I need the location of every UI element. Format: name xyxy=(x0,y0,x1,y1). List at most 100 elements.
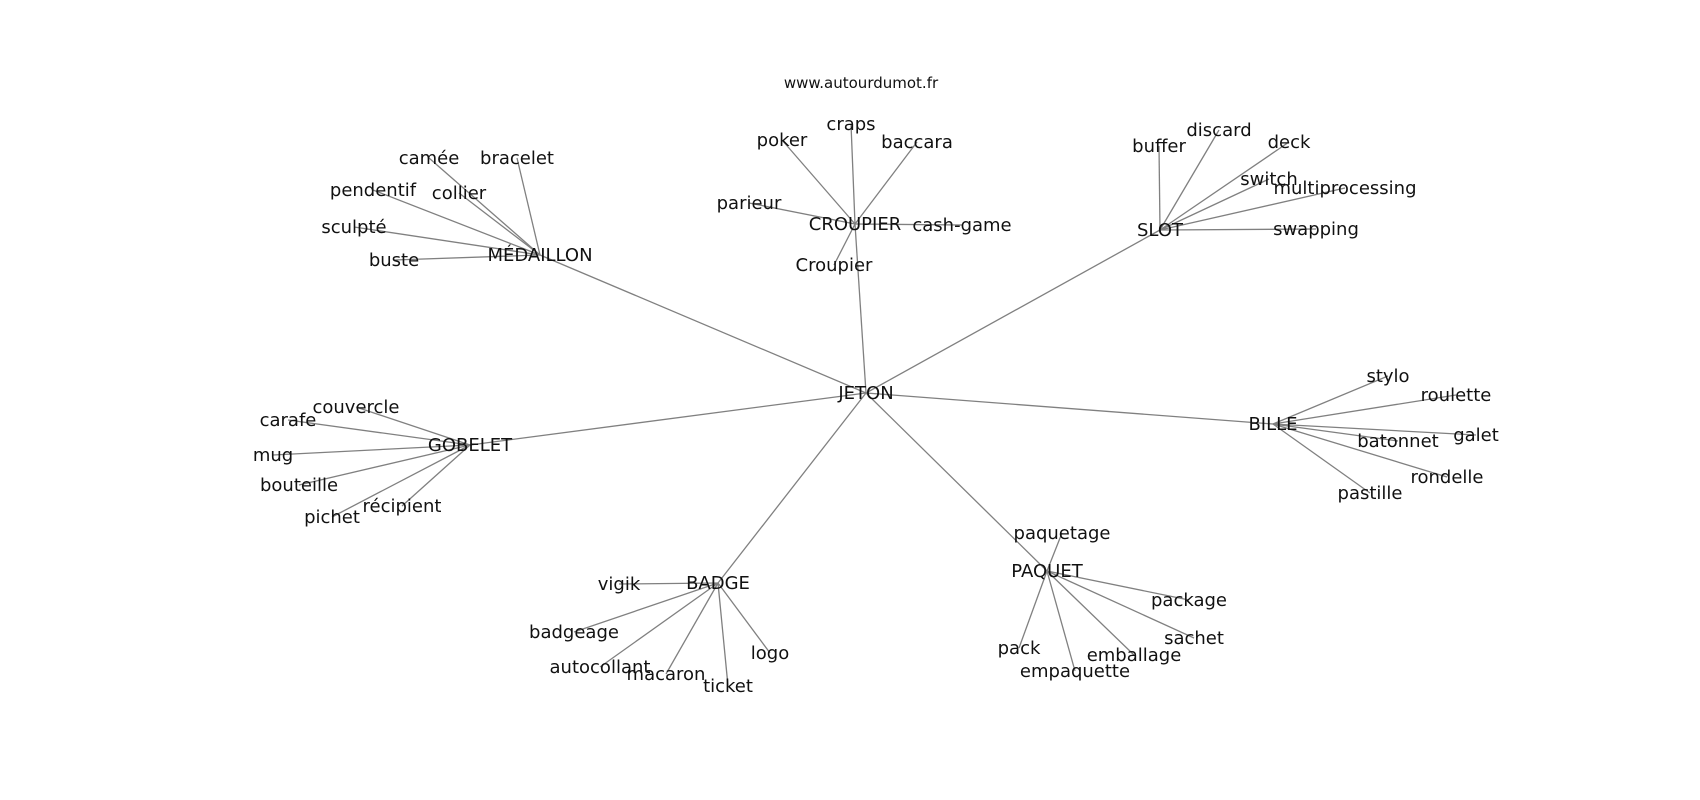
edge-hub-to-word xyxy=(1046,570,1076,672)
word-node[interactable]: deck xyxy=(1268,132,1311,153)
edge-hub-to-word xyxy=(1159,228,1317,231)
word-node[interactable]: badgeage xyxy=(529,622,619,643)
word-node[interactable]: switch xyxy=(1240,169,1297,190)
word-node[interactable]: mug xyxy=(253,445,293,466)
center-node-jeton[interactable]: JETON xyxy=(837,383,893,404)
edge-hub-to-word xyxy=(1272,423,1448,478)
edge-hub-to-word xyxy=(331,444,471,518)
edge-hub-to-word xyxy=(1272,394,1457,425)
word-node[interactable]: pendentif xyxy=(330,180,417,201)
word-node[interactable]: craps xyxy=(826,114,875,135)
edge-center-to-hub xyxy=(865,229,1161,394)
word-node[interactable]: Croupier xyxy=(796,255,873,276)
hub-node[interactable]: BADGE xyxy=(686,573,750,594)
word-node[interactable]: bracelet xyxy=(480,148,554,169)
edge-hub-to-word xyxy=(272,444,471,456)
edge-hub-to-word xyxy=(1046,570,1135,656)
word-node[interactable]: swapping xyxy=(1273,219,1359,240)
edge-hub-to-word xyxy=(1159,129,1220,231)
word-node[interactable]: batonnet xyxy=(1357,431,1438,452)
graph-edges xyxy=(272,123,1477,687)
edge-hub-to-word xyxy=(781,139,856,225)
word-node[interactable]: package xyxy=(1151,590,1227,611)
edge-center-to-hub xyxy=(717,392,867,584)
edge-hub-to-word xyxy=(1046,570,1190,601)
word-node[interactable]: bouteille xyxy=(260,475,338,496)
edge-hub-to-word xyxy=(1159,141,1290,231)
hub-node[interactable]: SLOT xyxy=(1137,220,1184,241)
edge-hub-to-word xyxy=(599,582,719,668)
hub-node[interactable]: BILLE xyxy=(1248,414,1297,435)
word-node[interactable]: roulette xyxy=(1421,385,1492,406)
edge-hub-to-word xyxy=(1046,570,1195,639)
word-node[interactable]: buffer xyxy=(1132,136,1186,157)
word-node[interactable]: paquetage xyxy=(1014,523,1111,544)
word-node[interactable]: poker xyxy=(757,130,808,151)
edge-hub-to-word xyxy=(717,582,729,687)
edge-hub-to-word xyxy=(833,223,856,266)
edge-hub-to-word xyxy=(458,192,541,256)
edge-hub-to-word xyxy=(393,254,541,261)
word-node[interactable]: cash-game xyxy=(912,215,1011,236)
word-node[interactable]: logo xyxy=(751,643,789,664)
hub-node[interactable]: PAQUET xyxy=(1011,561,1083,582)
edge-hub-to-word xyxy=(353,226,541,256)
edge-hub-to-word xyxy=(850,123,856,225)
hub-node[interactable]: GOBELET xyxy=(428,435,513,456)
edge-center-to-hub xyxy=(865,392,1274,425)
word-node[interactable]: couvercle xyxy=(312,397,399,418)
word-node[interactable]: pastille xyxy=(1338,483,1403,504)
edge-hub-to-word xyxy=(1158,145,1161,231)
edge-hub-to-word xyxy=(717,582,771,654)
edge-center-to-hub xyxy=(854,223,867,394)
edge-hub-to-word xyxy=(516,157,541,256)
word-node[interactable]: récipient xyxy=(363,496,442,517)
word-node[interactable]: pack xyxy=(998,638,1041,659)
edge-hub-to-word xyxy=(1272,375,1389,425)
edge-hub-to-word xyxy=(618,582,719,585)
word-node[interactable]: galet xyxy=(1453,425,1499,446)
word-node[interactable]: ticket xyxy=(703,676,753,697)
edge-hub-to-word xyxy=(1272,423,1477,436)
edge-hub-to-word xyxy=(748,202,856,225)
word-node[interactable]: baccara xyxy=(881,132,953,153)
hub-node[interactable]: MÉDAILLON xyxy=(487,244,592,266)
word-node[interactable]: carafe xyxy=(260,410,317,431)
word-node[interactable]: discard xyxy=(1186,120,1251,141)
word-node[interactable]: collier xyxy=(432,183,487,204)
word-node[interactable]: autocollant xyxy=(550,657,651,678)
word-node[interactable]: sachet xyxy=(1164,628,1224,649)
edge-hub-to-word xyxy=(298,444,471,486)
word-node[interactable]: parieur xyxy=(717,193,782,214)
edge-hub-to-word xyxy=(355,406,471,446)
word-node[interactable]: rondelle xyxy=(1410,467,1483,488)
word-node[interactable]: macaron xyxy=(627,664,706,685)
source-url: www.autourdumot.fr xyxy=(784,74,939,92)
edge-hub-to-word xyxy=(1272,423,1399,442)
edge-hub-to-word xyxy=(287,419,471,446)
word-node[interactable]: sculpté xyxy=(321,217,386,238)
edge-hub-to-word xyxy=(665,582,719,675)
edge-center-to-hub xyxy=(865,392,1048,572)
word-node[interactable]: emballage xyxy=(1087,645,1182,666)
word-node[interactable]: vigik xyxy=(598,574,641,595)
edge-hub-to-word xyxy=(1159,187,1346,231)
word-node[interactable]: camée xyxy=(399,148,460,169)
edge-hub-to-word xyxy=(428,157,541,256)
edge-hub-to-word xyxy=(854,141,918,225)
edge-hub-to-word xyxy=(401,444,471,507)
edge-center-to-hub xyxy=(539,254,867,394)
edge-hub-to-word xyxy=(1159,178,1270,231)
hub-node[interactable]: CROUPIER xyxy=(809,214,901,235)
word-node[interactable]: empaquette xyxy=(1020,661,1130,682)
word-node[interactable]: pichet xyxy=(304,507,360,528)
edge-hub-to-word xyxy=(372,189,541,256)
edge-hub-to-word xyxy=(1046,532,1063,572)
edge-hub-to-word xyxy=(573,582,719,633)
edge-hub-to-word xyxy=(1272,423,1371,494)
word-node[interactable]: buste xyxy=(369,250,419,271)
word-node[interactable]: multiprocessing xyxy=(1273,178,1416,199)
edge-center-to-hub xyxy=(469,392,867,446)
word-node[interactable]: stylo xyxy=(1366,366,1409,387)
